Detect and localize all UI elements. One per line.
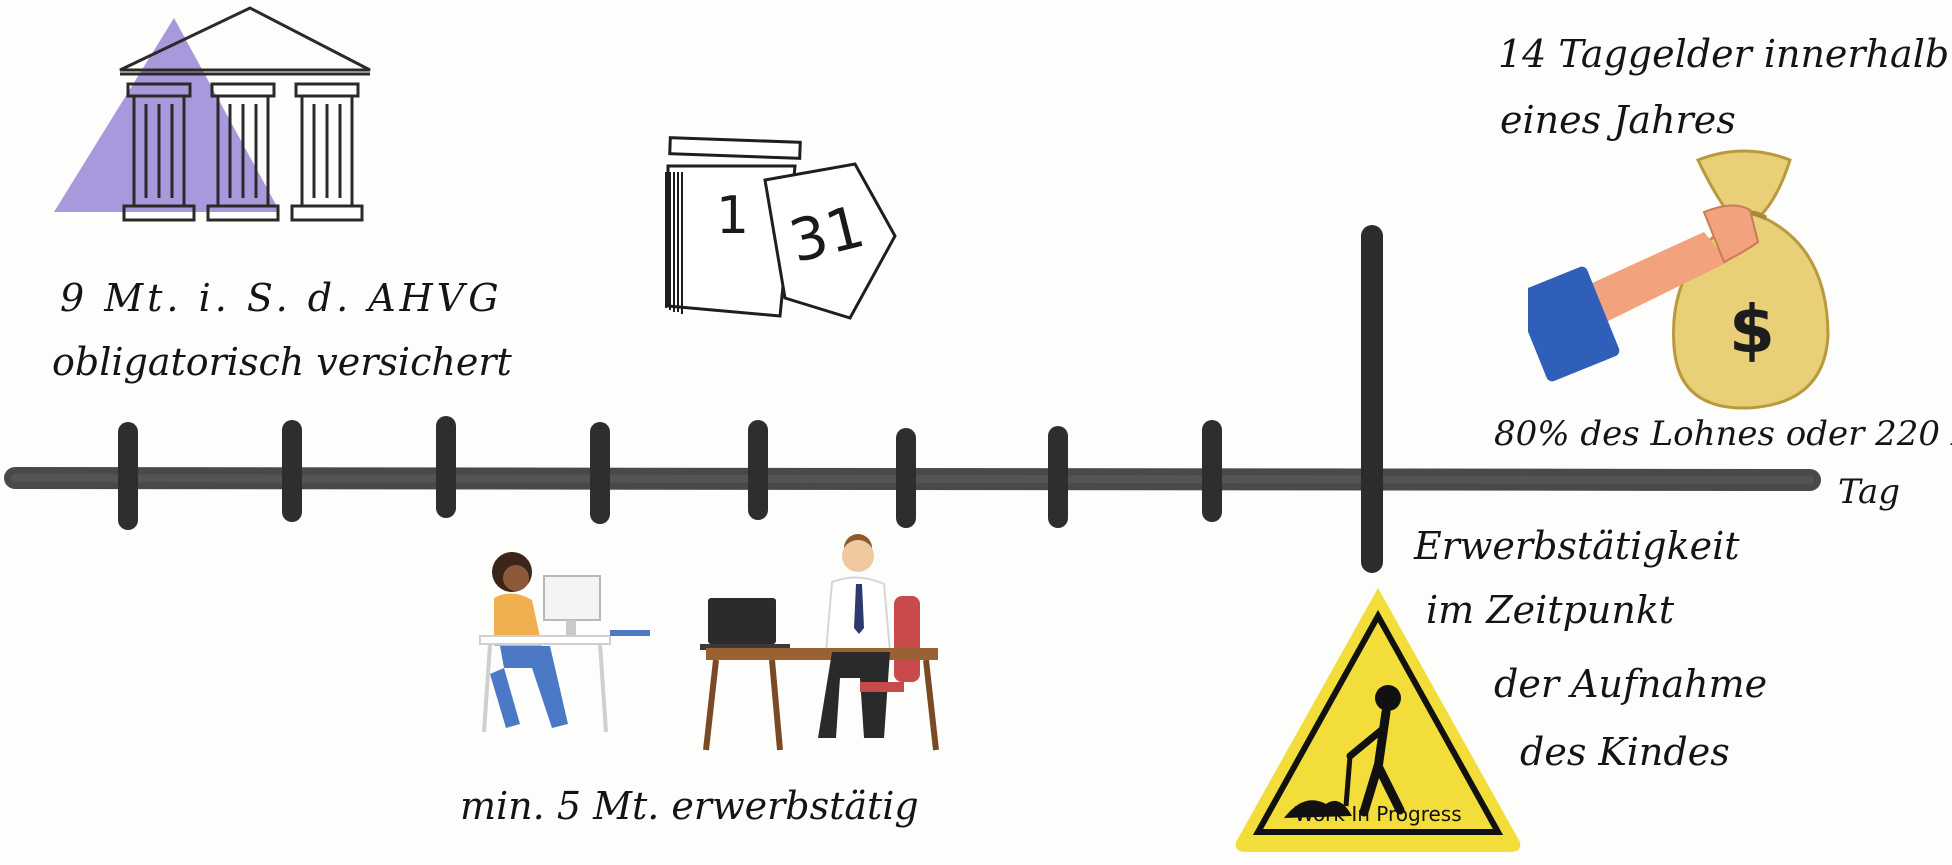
employment-line3: der Aufnahme: [1494, 660, 1767, 709]
daily-allowance-line1: 14 Taggelder innerhalb: [1498, 30, 1949, 79]
office-workers-icon: [460, 528, 960, 760]
building-columns-icon: [40, 0, 400, 240]
percent-wage-line2: Tag: [1838, 470, 1900, 514]
employment-line4: des Kindes: [1520, 728, 1730, 777]
min-work-label: min. 5 Mt. erwerbstätig: [460, 782, 919, 831]
work-in-progress-sign-icon: Work In Progress: [1228, 580, 1528, 858]
employment-line1: Erwerbstätigkeit: [1414, 522, 1740, 571]
daily-allowance-line2: eines Jahres: [1500, 96, 1736, 145]
money-bag-icon: $: [1528, 146, 1848, 416]
calendar-icon: 1 31: [650, 126, 940, 326]
money-bag-symbol: $: [1729, 291, 1775, 368]
ahvg-label-line1: 9 Mt. i. S. d. AHVG: [60, 274, 503, 323]
percent-wage-line1: 80% des Lohnes oder 220 Fr/: [1494, 412, 1952, 456]
work-in-progress-sign-text: Work In Progress: [1274, 802, 1482, 826]
ahvg-label-line2: obligatorisch versichert: [52, 338, 512, 387]
calendar-page-first: 1: [716, 186, 749, 246]
